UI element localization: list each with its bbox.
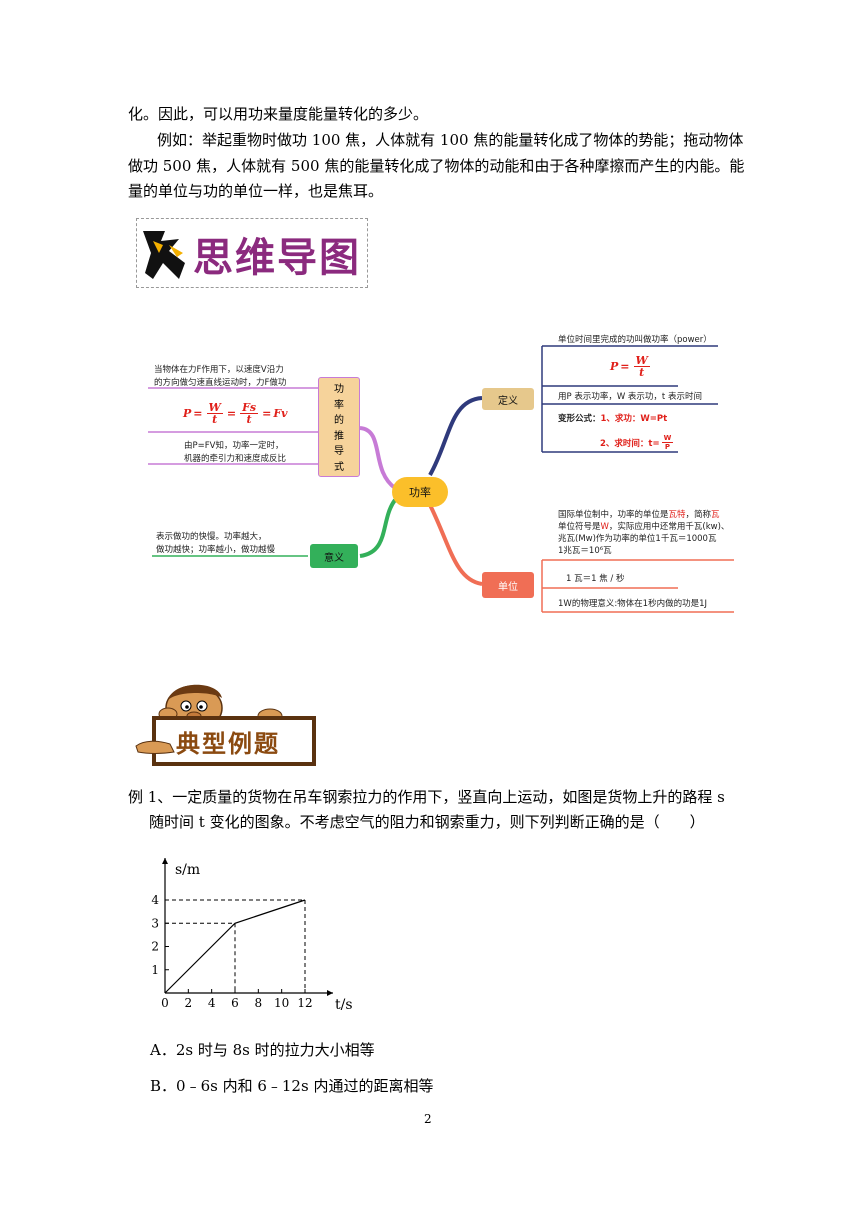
paragraph-line-1: 化。因此，可以用功来量度能量转化的多少。 [128,105,429,123]
unit-note-1a-tail: ，简称 [685,510,712,520]
formula-fs: Fs [240,401,259,414]
y-axis-arrow [162,858,168,864]
paragraph-line-2: 例如：举起重物时做功 100 焦，人体就有 100 焦的能量转化成了物体的势能；… [157,131,744,149]
derivation-note-1b: 的方向做匀速直线运动时，力F做功 [154,378,287,388]
definition-formula-eq: = [620,360,630,373]
derivation-char-6: 式 [334,461,344,473]
variant-formula-1: 变形公式：1、求功：W=Pt [558,412,667,424]
derivation-char-5: 导 [334,446,344,457]
y-tick-label: 1 [151,963,159,977]
derivation-note-1a: 当物体在力F作用下，以速度V沿力 [154,365,284,375]
question-line-1: 例 1、一定质量的货物在吊车钢索拉力的作用下，竖直向上运动，如图是货物上升的路程… [128,788,725,806]
definition-formula-w: W [633,354,650,367]
formula-t-1: t [212,413,218,426]
variant-2-w: W [661,434,674,443]
x-tick-label: 2 [185,996,193,1010]
definition-text: 单位时间里完成的功叫做功率（power） [558,335,712,345]
x-axis-arrow [327,990,333,996]
x-axis-label: t/s [335,997,353,1013]
formula-fv: Fv [273,407,288,420]
definition-symbols: 用P 表示功率，W 表示功，t 表示时间 [558,392,702,402]
definition-formula-t: t [639,366,645,379]
meaning-node: 意义 [310,544,358,568]
derivation-char-4: 推 [334,430,344,442]
unit-note-1b-text: 单位符号是 [558,522,601,532]
formula-p: P [183,407,192,420]
mindmap-banner-title: 思维导图 [193,235,361,281]
pen-icon [143,231,185,279]
variant-1-text: 1、求功：W=Pt [600,414,668,424]
x-tick-label: 12 [297,996,312,1010]
x-tick-label: 10 [274,996,289,1010]
mindmap-center-node: 功率 [392,477,448,507]
unit-note-1c: 兆瓦(Mw)作为功率的单位1千瓦＝1000瓦 [558,534,717,544]
variant-label: 变形公式： [558,414,601,424]
cartoon-character-icon [135,684,316,766]
y-axis-label: s/m [175,862,200,878]
formula-t-2: t [246,413,252,426]
examples-banner: 典型例题 [134,680,318,766]
examples-banner-title: 典型例题 [176,729,280,758]
unit-note-1a-text: 国际单位制中，功率的单位是 [558,510,669,520]
formula-eq-3: = [262,407,272,420]
derivation-char-3: 的 [334,415,344,426]
unit-note-1b: 单位符号是W，实际应用中还常用千瓦(kw)、 [558,520,729,532]
variant-2-text: 2、求时间：t= [600,438,660,449]
unit-note-2: 1 瓦＝1 焦 / 秒 [566,574,625,584]
question-line-2: 随时间 t 变化的图象。不考虑空气的阻力和钢索重力，则下列判断正确的是（ ） [149,813,705,831]
x-tick-label: 8 [255,996,263,1010]
unit-note-1b-tail: ，实际应用中还常用千瓦(kw)、 [608,522,730,532]
derivation-note-2b: 机器的牵引力和速度成反比 [184,454,287,464]
derivation-node: 功 率 的 推 导 式 [318,377,360,477]
y-tick-label: 4 [151,893,159,907]
definition-formula-p: P [610,360,619,373]
unit-note-1a-red: 瓦特 [668,510,686,520]
x-tick-label: 0 [161,996,169,1010]
derivation-note-2a: 由P=FV知，功率一定时， [184,441,284,451]
mindmap-banner: 思维导图 [136,218,368,288]
derivation-char-2: 率 [334,399,344,411]
y-tick-label: 3 [151,916,159,930]
option-a: A．2s 时与 8s 时的拉力大小相等 [150,1041,375,1059]
unit-note-3: 1W的物理意义:物体在1秒内做的功是1J [558,599,708,609]
meaning-note-b: 做功越快；功率越小，做功越慢 [156,545,276,555]
formula-eq-2: = [226,407,237,420]
x-tick-label: 4 [208,996,216,1010]
definition-node: 定义 [482,388,534,410]
unit-node: 单位 [482,572,534,598]
formula-w: W [206,401,223,414]
y-tick-label: 2 [151,940,159,954]
option-b: B．0﹣6s 内和 6﹣12s 内通过的距离相等 [150,1077,434,1095]
meaning-note-a: 表示做功的快慢。功率越大， [156,532,267,542]
unit-note-1d: 1兆瓦＝10⁶瓦 [558,546,612,556]
formula-eq-1: = [193,407,203,420]
unit-note-1a: 国际单位制中，功率的单位是瓦特，简称瓦 [558,508,720,520]
paragraph-line-4: 量的单位与功的单位一样，也是焦耳。 [128,182,384,200]
paragraph-line-3: 做功 500 焦，人体就有 500 焦的能量转化成了物体的动能和由于各种摩擦而产… [128,157,745,175]
unit-note-1a-red2: 瓦 [711,510,720,520]
unit-note-1b-red: W [600,522,609,532]
page-number: 2 [424,1112,432,1126]
derivation-char-1: 功 [334,384,344,395]
variant-2-p: P [664,443,671,451]
x-tick-label: 6 [231,996,239,1010]
